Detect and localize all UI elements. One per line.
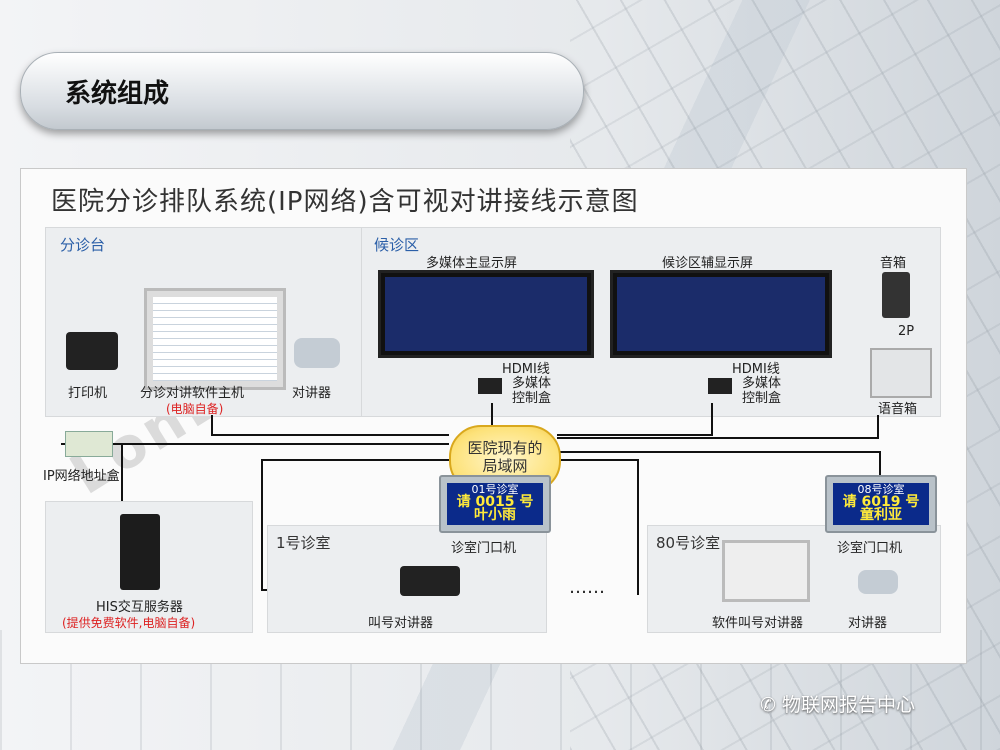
diagram-panel: 医院分诊排队系统(IP网络)含可视对讲接线示意图 LonBon 分诊台 打印机 … (20, 168, 967, 664)
slide-title: 系统组成 (65, 79, 170, 109)
label-printer: 打印机 (68, 386, 108, 401)
aux-display-screen (610, 270, 832, 358)
lan-wire (637, 459, 639, 595)
lan-wire (877, 415, 879, 437)
label-ip-box: IP网络地址盒 (43, 469, 120, 484)
label-hdmi-2: HDMI线 (732, 362, 780, 377)
control-box-icon (708, 378, 732, 394)
slide-title-bar: 系统组成 (20, 52, 584, 130)
control-box-icon (478, 378, 502, 394)
audio-box-icon (870, 348, 932, 398)
label-door-unit-1: 诊室门口机 (451, 541, 517, 556)
label-box-2: 多媒体 控制盒 (742, 376, 782, 406)
lan-wire (711, 403, 713, 436)
label-triage-host-note: (电脑自备) (166, 402, 224, 416)
door-display-room80: 08号诊室 请 6019 号 童利亚 (825, 475, 937, 533)
lan-wire (261, 459, 263, 589)
printer-icon (66, 332, 118, 370)
lan-wire (211, 415, 213, 435)
ip-address-box-icon (65, 431, 113, 457)
zone-label-waiting: 候诊区 (374, 236, 420, 254)
lan-wire (557, 459, 639, 461)
soft-call-monitor-icon (722, 540, 810, 602)
lan-wire (211, 434, 449, 436)
label-2p: 2P (898, 324, 915, 339)
main-display-screen (378, 270, 594, 358)
lan-wire (879, 451, 881, 485)
zone-triage: 分诊台 打印机 分诊对讲软件主机 (电脑自备) 对讲器 (45, 227, 369, 417)
label-intercom-right: 对讲器 (848, 616, 888, 631)
label-triage-host: 分诊对讲软件主机 (140, 386, 245, 401)
label-main-screen: 多媒体主显示屏 (426, 256, 518, 271)
lan-wire (557, 437, 879, 439)
label-his-server: HIS交互服务器 (96, 600, 183, 615)
ellipsis: …… (569, 577, 605, 598)
label-call-intercom: 叫号对讲器 (368, 616, 434, 631)
label-intercom-left: 对讲器 (292, 386, 332, 401)
label-door-unit-80: 诊室门口机 (837, 541, 903, 556)
lan-wire (491, 403, 493, 425)
monitor-icon (144, 288, 286, 390)
label-box-1: 多媒体 控制盒 (512, 376, 552, 406)
label-soft-call: 软件叫号对讲器 (712, 616, 804, 631)
wechat-icon: ✆ (760, 694, 782, 716)
zone-room80: 80号诊室 软件叫号对讲器 对讲器 (647, 525, 941, 633)
diagram-title: 医院分诊排队系统(IP网络)含可视对讲接线示意图 (51, 187, 639, 217)
zone-label-triage: 分诊台 (60, 236, 106, 254)
lan-wire (557, 434, 713, 436)
label-hdmi-1: HDMI线 (502, 362, 550, 377)
lan-wire (121, 443, 449, 445)
desk-microphone-icon (294, 338, 340, 368)
label-speaker: 音箱 (880, 256, 907, 271)
call-intercom-icon (400, 566, 460, 596)
zone-waiting: 候诊区 多媒体主显示屏 候诊区辅显示屏 HDMI线 HDMI线 多媒体 控制盒 … (361, 227, 941, 417)
zone-his: HIS交互服务器 (提供免费软件,电脑自备) (45, 501, 253, 633)
lan-wire (261, 459, 451, 461)
zone-room1: 1号诊室 叫号对讲器 (267, 525, 547, 633)
lan-wire (557, 451, 881, 453)
label-his-note: (提供免费软件,电脑自备) (62, 616, 196, 630)
lan-wire (121, 443, 123, 503)
footer-source: ✆ 物联网报告中心 (760, 694, 915, 716)
door-display-room1: 01号诊室 请 0015 号 叶小雨 (439, 475, 551, 533)
speaker-icon (882, 272, 910, 318)
label-aux-screen: 候诊区辅显示屏 (662, 256, 754, 271)
server-tower-icon (120, 514, 160, 590)
desk-microphone-icon (858, 570, 898, 594)
label-audio-box: 语音箱 (878, 402, 918, 417)
zone-label-room80: 80号诊室 (656, 534, 721, 552)
zone-label-room1: 1号诊室 (276, 534, 331, 552)
